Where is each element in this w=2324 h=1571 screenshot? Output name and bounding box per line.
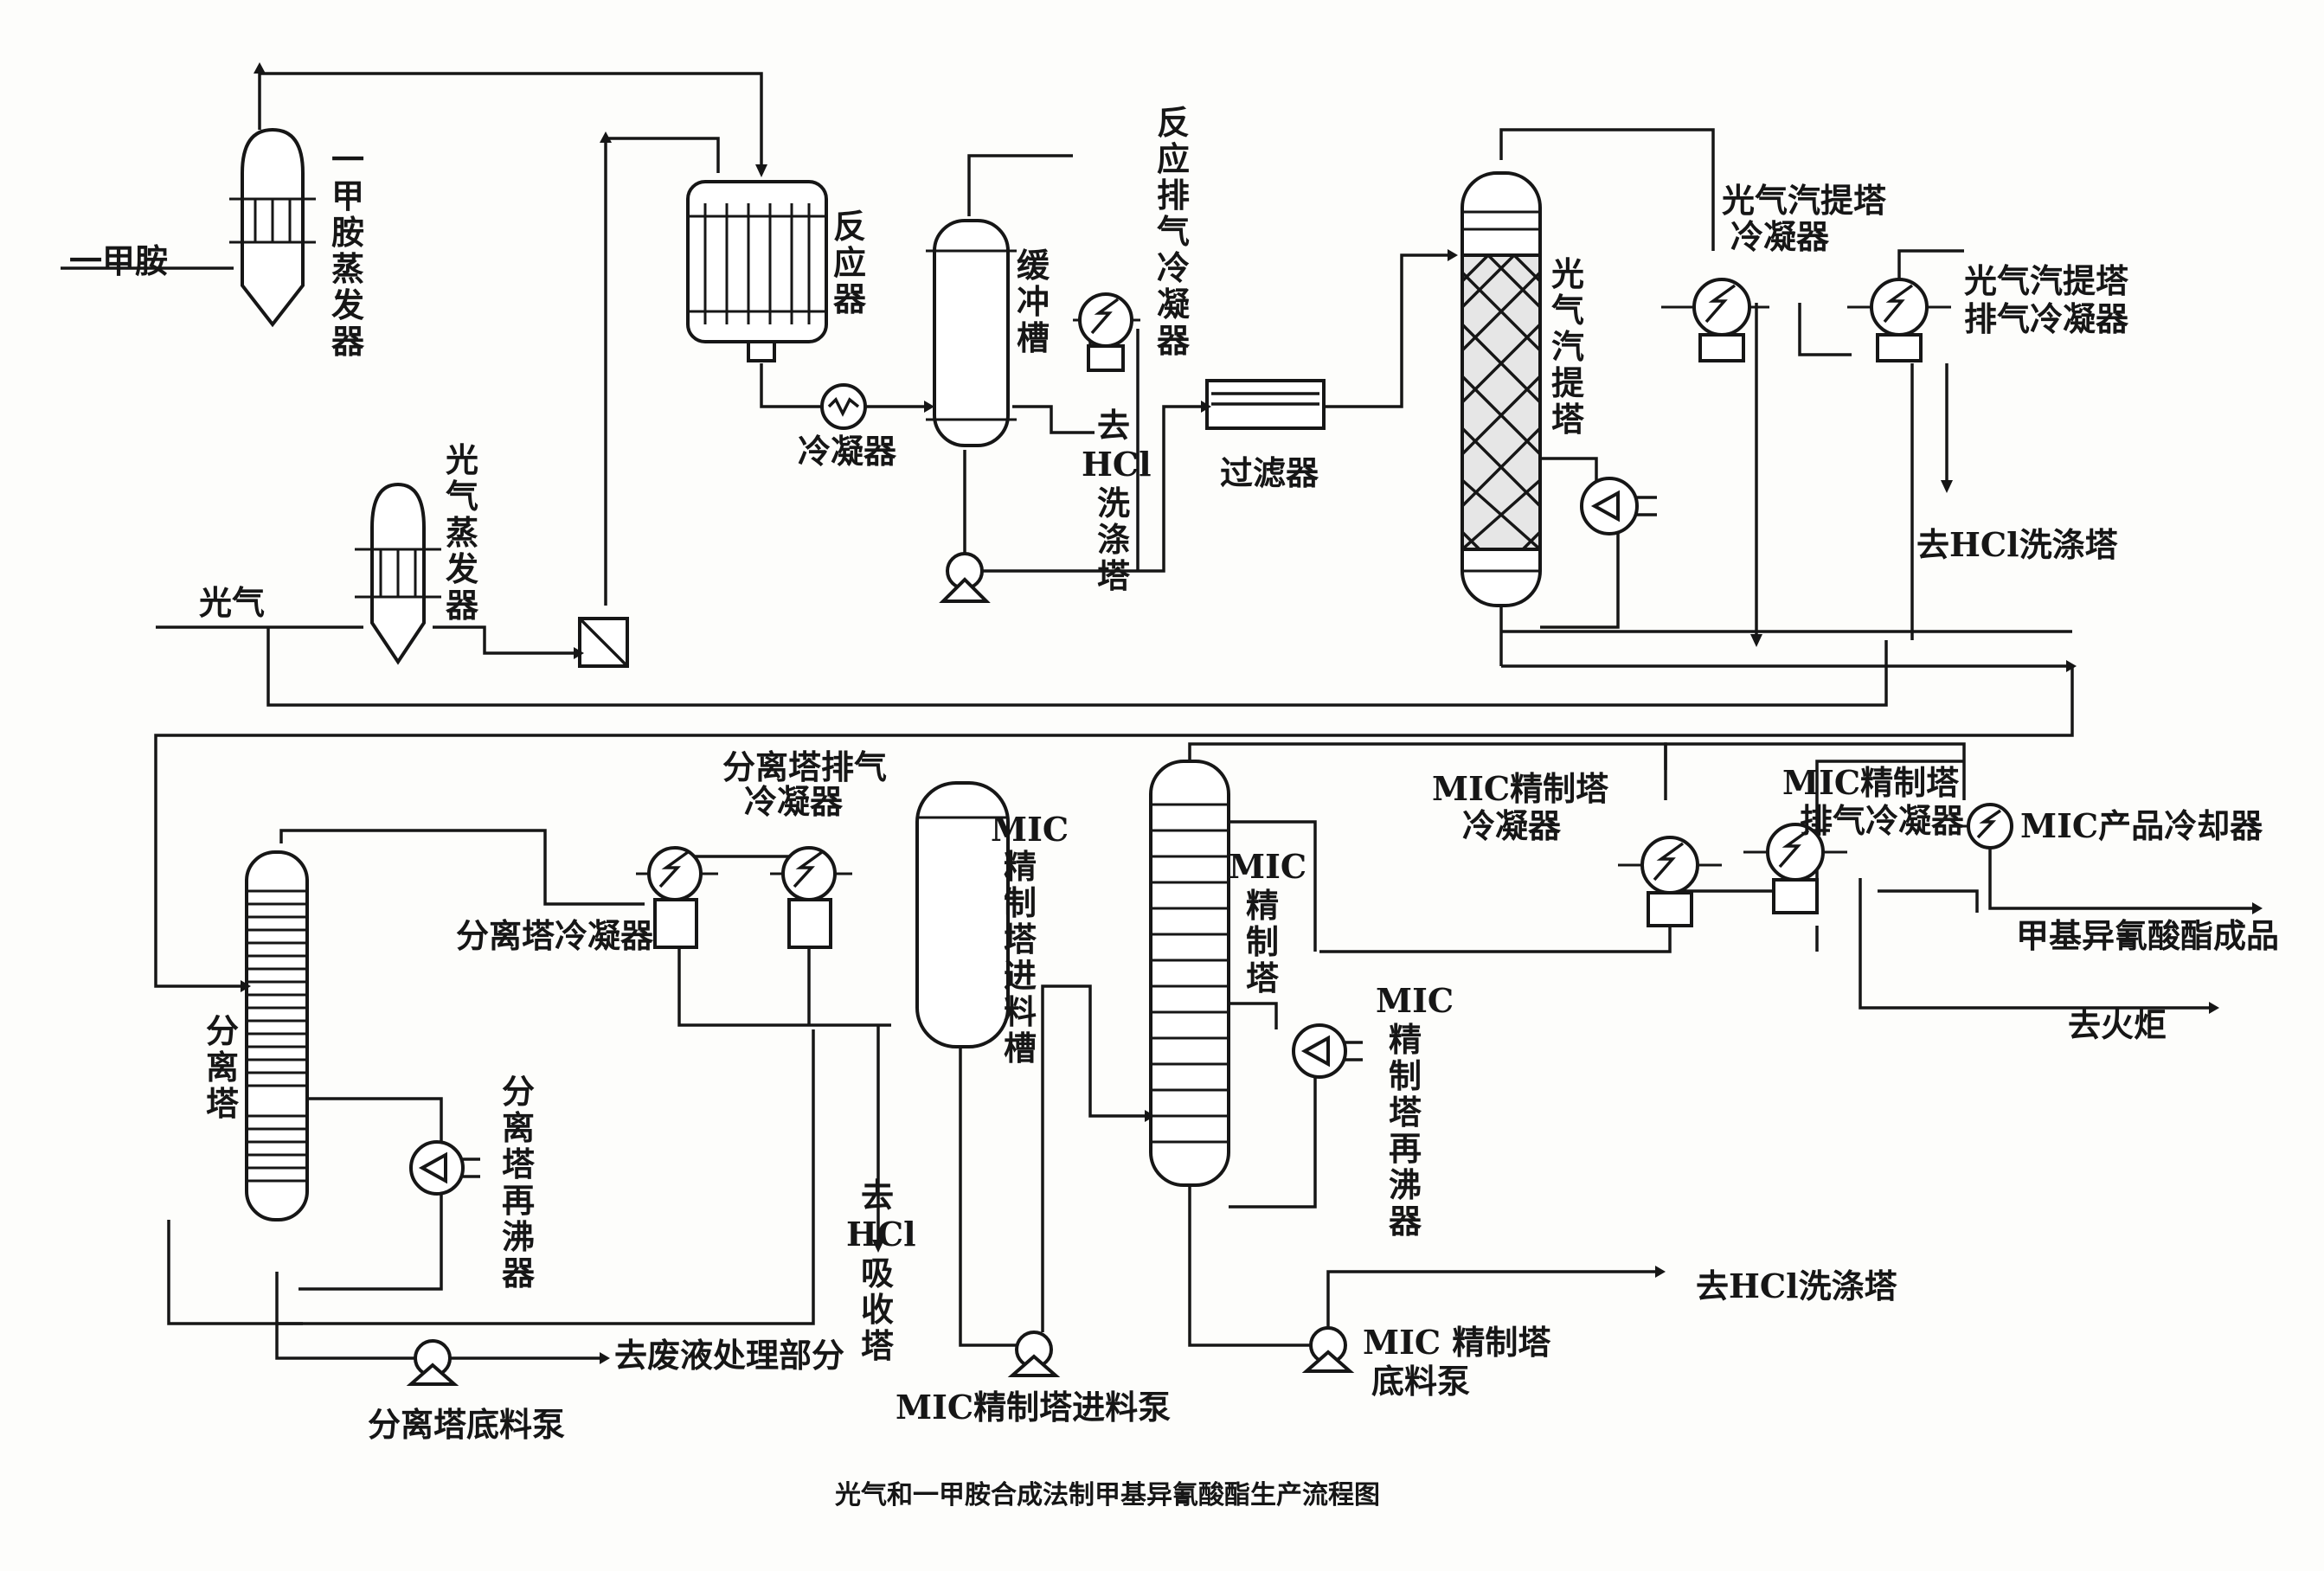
- mic-column-label: MIC 精制塔: [1229, 847, 1306, 997]
- stripper-vent-condenser-icon: [1847, 278, 1951, 362]
- buffer-tank-label: 缓冲槽: [1017, 246, 1050, 357]
- to-hcl-absorber-label: 去 HCl 吸收塔: [846, 1176, 916, 1365]
- mic-reboiler-icon: [1292, 1023, 1363, 1079]
- mma-feed-label: 一甲胺: [69, 241, 168, 280]
- to-hcl-scrubber-2-label: 去HCl洗涤塔: [1916, 525, 2119, 564]
- mic-reboiler-label-tail: 精制塔再沸器: [1389, 1020, 1422, 1241]
- stripper-vent-condenser-label-l2: 排气冷凝器: [1964, 299, 2129, 338]
- to-hcl-scrubber-1-prefix: 去: [1097, 406, 1130, 445]
- mic-product-cooler-label: MIC产品冷却器: [2020, 806, 2263, 845]
- stripper-condenser-icon: [1661, 278, 1769, 362]
- mic-vent-condenser-label-l1: MIC精制塔: [1782, 763, 1960, 802]
- mic-feed-tank-icon: [915, 781, 1010, 1048]
- mic-bottoms-pump-label-l1: MIC 精制塔: [1363, 1323, 1551, 1362]
- stripper-condenser-label-l1: 光气汽提塔: [1722, 181, 1887, 220]
- stripper-vent-condenser-label: 光气汽提塔 排气冷凝器: [1964, 261, 2129, 338]
- separator-condenser-label: 分离塔冷凝器: [456, 916, 654, 955]
- phosgene-stripper-label: 光气汽提塔: [1551, 254, 1585, 439]
- to-waste-treatment-label: 去废液处理部分: [614, 1336, 844, 1375]
- mic-feed-tank-label: MIC 精制塔进料槽: [991, 810, 1069, 1068]
- separator-vent-condenser-label-l1: 分离塔排气: [722, 747, 887, 786]
- mic-vent-condenser-label: MIC精制塔 排气冷凝器: [1782, 763, 1965, 840]
- stripper-condenser-label: 光气汽提塔 冷凝器: [1722, 181, 1887, 256]
- separator-vent-condenser-label-l2: 冷凝器: [744, 782, 844, 821]
- stripper-condenser-label-l2: 冷凝器: [1730, 217, 1830, 256]
- reactor-vent-condenser-icon: [1073, 292, 1140, 372]
- mic-feed-tank-label-tail: 精制塔进料槽: [1004, 847, 1037, 1068]
- condenser-icon: [820, 383, 867, 430]
- to-flare-label: 去火炬: [2068, 1005, 2167, 1044]
- figure-title: 光气和一甲胺合成法制甲基异氰酸酯生产流程图: [835, 1480, 1380, 1510]
- mic-condenser-label-l2: 冷凝器: [1462, 806, 1562, 845]
- separator-vent-condenser-icon: [770, 846, 852, 949]
- to-hcl-absorber-tail: 吸收塔: [861, 1254, 895, 1365]
- to-hcl-scrubber-3-label: 去HCl洗涤塔: [1696, 1266, 1898, 1305]
- mic-product-cooler-icon: [1955, 803, 2013, 850]
- to-hcl-absorber-prefix: 去: [861, 1176, 894, 1215]
- mic-column-icon: [1149, 760, 1230, 1187]
- mic-bottoms-pump-label: MIC 精制塔 底料泵: [1363, 1323, 1551, 1401]
- mic-reboiler-label: MIC 精制塔再沸器: [1376, 981, 1454, 1241]
- phosgene-evaporator-label: 光气蒸发器: [446, 440, 479, 625]
- stripper-vent-condenser-label-l1: 光气汽提塔: [1964, 261, 2129, 300]
- mic-feed-pump-icon: [1007, 1331, 1061, 1377]
- mic-feed-pump-label: MIC精制塔进料泵: [896, 1388, 1171, 1427]
- to-hcl-scrubber-1-label: 去 HCl 洗涤塔: [1082, 406, 1152, 595]
- mic-vent-condenser-icon: [1743, 823, 1847, 914]
- phosgene-feed-label: 光气: [199, 583, 265, 622]
- phosgene-stripper-icon: [1461, 171, 1542, 607]
- buffer-tank-icon: [926, 219, 1017, 447]
- mic-reboiler-label-mic: MIC: [1376, 981, 1454, 1020]
- mic-condenser-icon: [1618, 836, 1722, 927]
- mic-condenser-label-l1: MIC精制塔: [1432, 769, 1609, 808]
- mic-product-label: 甲基异氰酸酯成品: [2016, 916, 2279, 955]
- filter-icon: [1205, 379, 1326, 430]
- mic-feed-tank-label-mic: MIC: [991, 810, 1069, 849]
- phosgene-heater-icon: [578, 617, 629, 668]
- separator-column-icon: [245, 850, 309, 1222]
- mic-bottoms-pump-label-l2: 底料泵: [1371, 1362, 1470, 1401]
- to-hcl-absorber-hcl: HCl: [846, 1215, 916, 1254]
- separator-vent-condenser-label: 分离塔排气 冷凝器: [722, 747, 887, 821]
- mic-condenser-label: MIC精制塔 冷凝器: [1432, 769, 1609, 845]
- to-hcl-scrubber-1-hcl: HCl: [1082, 445, 1152, 484]
- condenser-label: 冷凝器: [798, 432, 897, 471]
- mic-column-label-mic: MIC: [1229, 847, 1306, 886]
- mic-vent-condenser-label-l2: 排气冷凝器: [1800, 801, 1965, 840]
- buffer-pump-icon: [939, 552, 991, 603]
- separator-column-label: 分离塔: [206, 1011, 240, 1123]
- separator-condenser-icon: [636, 846, 718, 949]
- flow-arrows: [241, 62, 2263, 1364]
- mma-evaporator-icon: [229, 127, 316, 328]
- mic-column-label-tail: 精制塔: [1246, 886, 1280, 997]
- filter-label: 过滤器: [1220, 453, 1319, 492]
- separator-bottoms-pump-label: 分离塔底料泵: [368, 1405, 565, 1444]
- separator-reboiler-label: 分离塔再沸器: [502, 1072, 536, 1292]
- to-hcl-scrubber-1-tail: 洗涤塔: [1097, 484, 1131, 595]
- stripper-reboiler-icon: [1580, 477, 1657, 535]
- separator-reboiler-icon: [409, 1140, 480, 1196]
- reactor-icon: [686, 180, 828, 362]
- piping: [61, 72, 2258, 1360]
- separator-bottoms-pump-icon: [406, 1339, 459, 1386]
- mma-evaporator-label: 一甲胺蒸发器: [331, 140, 365, 361]
- reactor-label: 反应器: [833, 207, 867, 318]
- phosgene-evaporator-icon: [355, 482, 441, 665]
- mic-bottoms-pump-icon: [1301, 1326, 1355, 1373]
- reactor-vent-condenser-label: 反应排气冷凝器: [1157, 103, 1191, 360]
